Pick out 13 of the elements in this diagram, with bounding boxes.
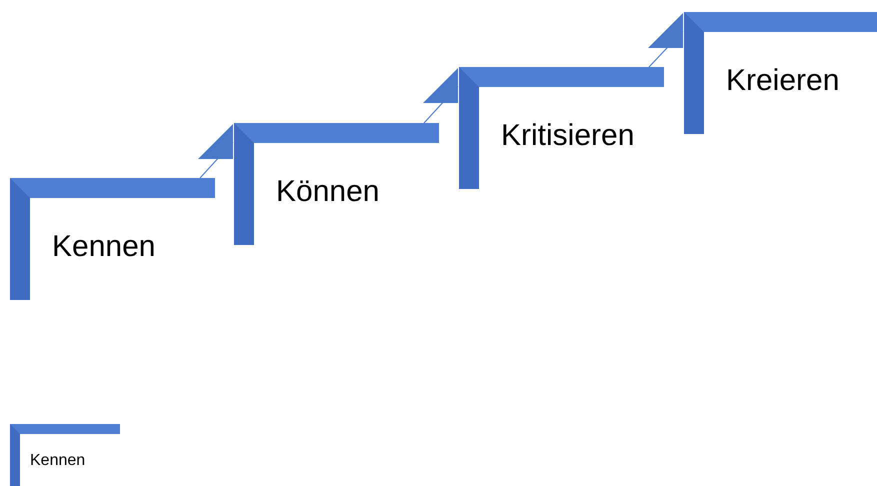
step-shape	[10, 424, 120, 486]
step-arrow	[648, 13, 684, 68]
step-label: Kennen	[52, 230, 156, 264]
step-shape	[684, 12, 877, 134]
step-arrow	[198, 124, 234, 178]
step-shape	[459, 67, 664, 189]
step-shape	[234, 123, 439, 245]
step-arrow	[423, 68, 458, 124]
step-shape	[10, 178, 215, 300]
step-label: Können	[276, 175, 380, 209]
step-label: Kreieren	[726, 64, 840, 98]
step-label: Kennen	[30, 452, 86, 470]
step-label: Kritisieren	[501, 119, 634, 153]
